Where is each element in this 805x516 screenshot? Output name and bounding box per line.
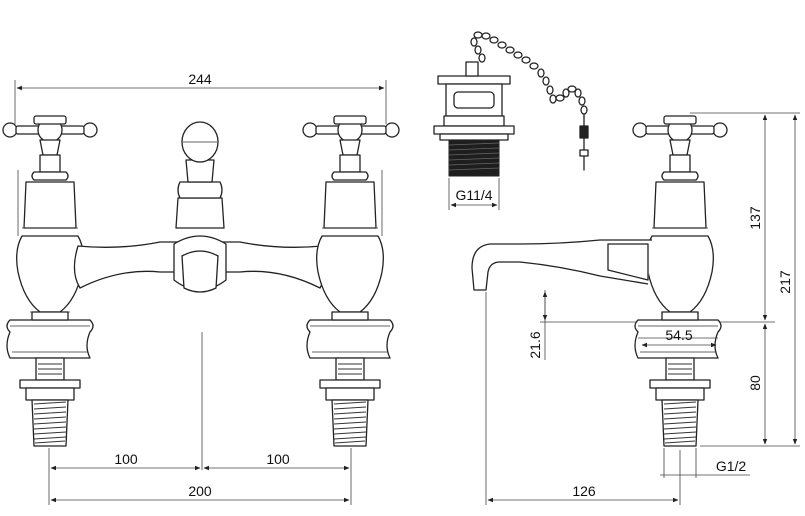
bridge-spout bbox=[73, 121, 327, 293]
dim-overall-width: 244 bbox=[188, 71, 212, 87]
left-cross-handle bbox=[2, 115, 98, 181]
dim-tail-thread: G1/2 bbox=[716, 458, 747, 474]
front-dimensions bbox=[14, 80, 387, 505]
dim-centre-left: 100 bbox=[114, 451, 138, 467]
right-valve-body bbox=[306, 181, 394, 359]
side-view bbox=[471, 112, 800, 505]
dim-tail-length: 80 bbox=[747, 375, 763, 391]
waste-view bbox=[433, 31, 589, 210]
left-tail bbox=[19, 357, 81, 447]
dim-spout-reach: 126 bbox=[572, 483, 596, 499]
dim-waste-thread: G11/4 bbox=[455, 187, 492, 203]
right-cross-handle bbox=[302, 115, 400, 181]
side-dimensions bbox=[485, 112, 800, 505]
plug-chain bbox=[470, 31, 589, 171]
dim-height-total: 217 bbox=[777, 270, 793, 294]
left-valve-body bbox=[6, 181, 94, 359]
dim-centre-right: 100 bbox=[266, 451, 290, 467]
dim-height-upper: 137 bbox=[747, 206, 763, 230]
dim-centre-total: 200 bbox=[188, 483, 212, 499]
right-tail bbox=[319, 357, 381, 447]
dim-body-width: 54.5 bbox=[665, 327, 692, 343]
dim-spout-clearance: 21.6 bbox=[527, 331, 543, 358]
front-view bbox=[2, 80, 400, 505]
